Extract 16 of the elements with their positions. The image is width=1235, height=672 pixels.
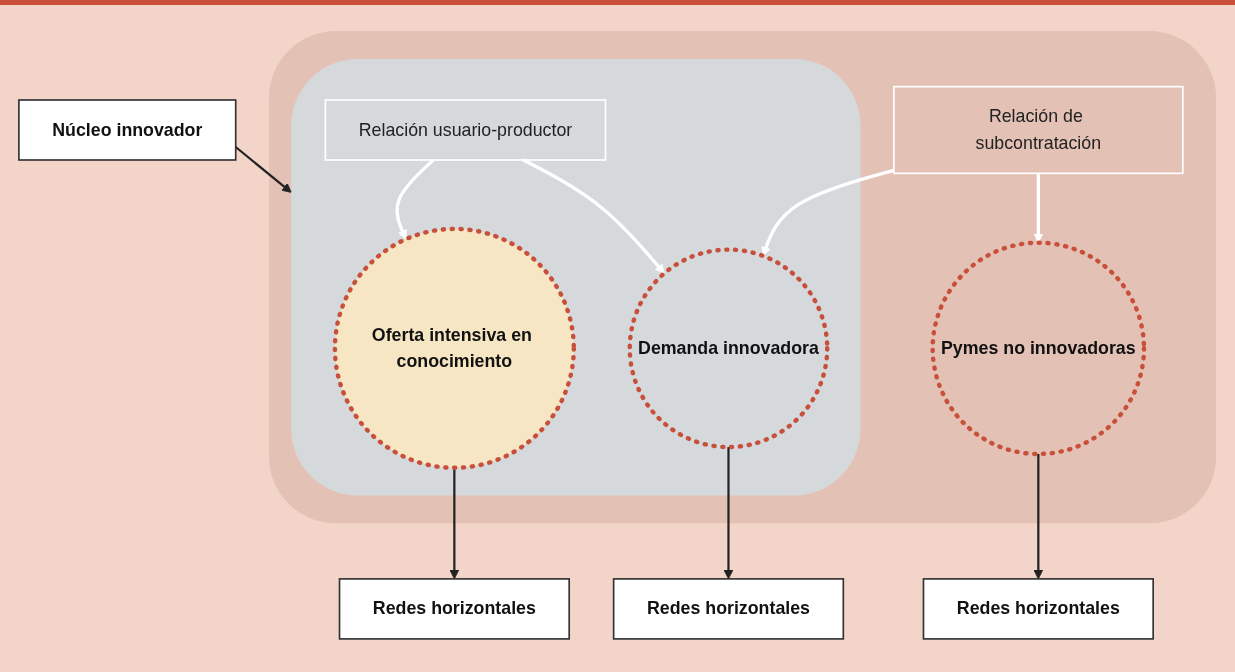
node-box: Redes horizontales [338,578,571,640]
arrow [1033,454,1044,580]
arrow [235,146,292,193]
arrow [723,447,734,580]
node-circle: Demanda innovadora [627,247,830,450]
cluster [291,58,861,496]
arrow [395,158,435,240]
node-circle: Pymes no innovadoras [930,240,1147,457]
node-box: Núcleo innovador [18,99,237,161]
node-box: Redes horizontales [612,578,845,640]
node-box: Redes horizontales [922,578,1154,640]
node-box: Relación de subcontratación [893,85,1184,175]
cluster [269,31,1217,524]
arrow [522,158,665,274]
node-circle: Oferta intensiva en conocimiento [332,226,576,470]
node-box: Relación usuario-productor [324,99,607,161]
